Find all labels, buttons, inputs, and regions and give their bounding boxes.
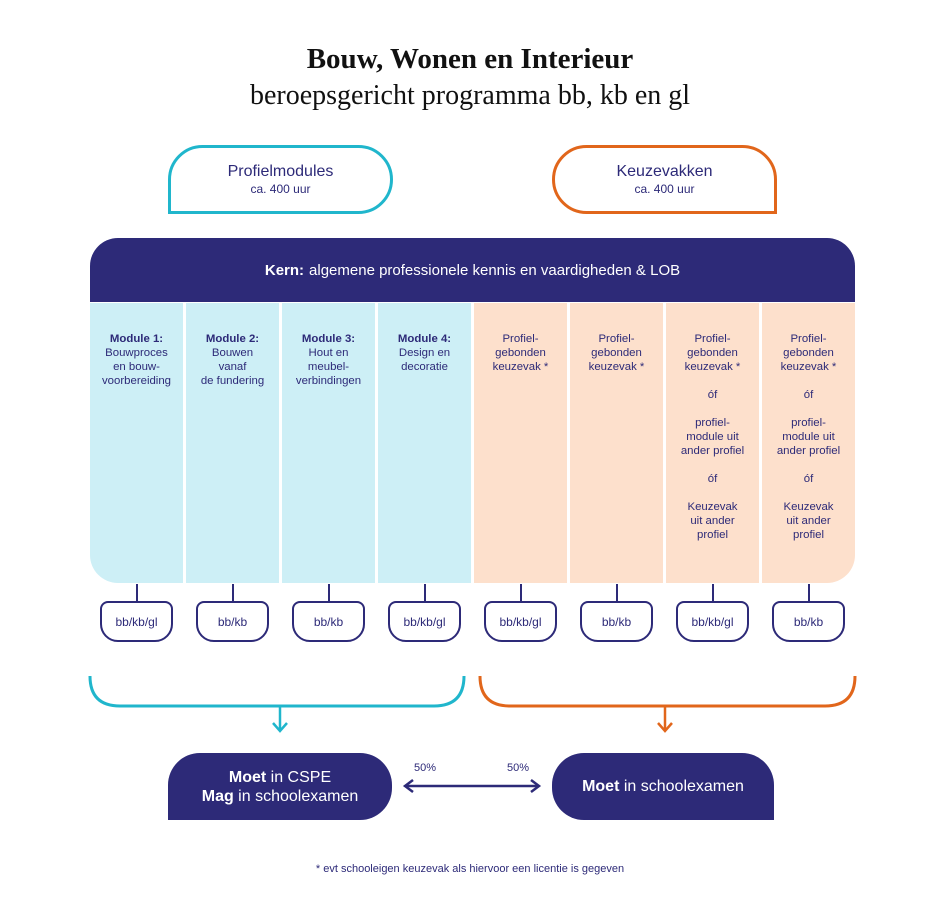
column-heading: Module 3: bbox=[301, 333, 356, 345]
cspe-may-rest: in schoolexamen bbox=[233, 787, 359, 805]
column-line: óf bbox=[803, 389, 814, 401]
column-heading: Module 1: bbox=[109, 333, 164, 345]
column-2: Module 2: Bouwen vanaf de fundering bbox=[186, 303, 279, 583]
column-8: Profiel-gebonden keuzevak * óf profiel-modu… bbox=[762, 303, 855, 583]
tag-connector bbox=[519, 584, 522, 602]
cspe-must-rest: in CSPE bbox=[266, 768, 332, 786]
column-line: keuzevak * bbox=[684, 361, 741, 373]
column-line: óf bbox=[707, 389, 718, 401]
left-arrowhead bbox=[272, 722, 288, 733]
column-7: Profiel-gebonden keuzevak * óf profiel-modu… bbox=[666, 303, 759, 583]
column-line: profiel- bbox=[791, 417, 826, 429]
keuzevakken-tab: Keuzevakken ca. 400 uur bbox=[552, 145, 777, 214]
column-line: gebonden bbox=[783, 347, 834, 359]
pct-left: 50% bbox=[414, 762, 437, 774]
keuzevakken-hours: ca. 400 uur bbox=[634, 182, 695, 196]
column-line: vanaf bbox=[218, 361, 247, 373]
column-6: Profiel-gebonden keuzevak * bbox=[570, 303, 663, 583]
column-line: voorbereiding bbox=[101, 375, 172, 387]
column-line: ander profiel bbox=[680, 445, 745, 457]
tag-connector bbox=[807, 584, 810, 602]
kern-label: Kern: bbox=[264, 261, 305, 279]
kern-text: algemene professionele kennis en vaardig… bbox=[309, 261, 681, 279]
column-line: Bouwproces bbox=[105, 347, 168, 359]
column-line: keuzevak * bbox=[588, 361, 645, 373]
column-line: gebonden bbox=[687, 347, 738, 359]
column-line: óf bbox=[707, 473, 718, 485]
column-line: uit ander bbox=[786, 515, 831, 527]
tag-connector bbox=[135, 584, 138, 602]
schoolexamen-bold: Moet bbox=[582, 778, 620, 795]
keuzevakken-label: Keuzevakken bbox=[616, 163, 713, 180]
level-tag-4: bb/kb/gl bbox=[388, 601, 461, 642]
cspe-must-bold: Moet bbox=[228, 768, 267, 786]
profielmodules-label: Profielmodules bbox=[227, 163, 334, 180]
column-line: module uit bbox=[782, 431, 835, 443]
profielmodules-hours: ca. 400 uur bbox=[250, 182, 311, 196]
column-line: Design en bbox=[398, 347, 451, 359]
column-line: Bouwen bbox=[211, 347, 254, 359]
pct-right: 50% bbox=[507, 762, 530, 774]
column-line: gebonden bbox=[495, 347, 546, 359]
column-1: Module 1: Bouwproces en bouw-voorbereiding bbox=[90, 303, 183, 583]
column-line: profiel- bbox=[695, 417, 730, 429]
left-bracket bbox=[88, 675, 466, 708]
right-bracket bbox=[478, 675, 857, 708]
column-line: keuzevak * bbox=[492, 361, 549, 373]
column-4: Module 4: Design en decoratie bbox=[378, 303, 471, 583]
column-line: Profiel- bbox=[790, 333, 827, 345]
column-line: ander profiel bbox=[776, 445, 841, 457]
column-line: Profiel- bbox=[694, 333, 731, 345]
diagram-title: Bouw, Wonen en Interieur bbox=[306, 43, 634, 75]
column-line: profiel bbox=[792, 529, 825, 541]
column-line: de fundering bbox=[200, 375, 265, 387]
column-line: verbindingen bbox=[295, 375, 362, 387]
schoolexamen-box: Moet in schoolexamen bbox=[552, 753, 774, 820]
column-line: óf bbox=[803, 473, 814, 485]
tag-connector bbox=[423, 584, 426, 602]
level-tag-7: bb/kb/gl bbox=[676, 601, 749, 642]
split-arrow-right-head bbox=[530, 779, 542, 793]
column-line: meubel- bbox=[307, 361, 350, 373]
column-3: Module 3: Hout en meubel-verbindingen bbox=[282, 303, 375, 583]
split-arrow-left-head bbox=[402, 779, 414, 793]
level-tag-5: bb/kb/gl bbox=[484, 601, 557, 642]
column-line: Keuzevak bbox=[783, 501, 834, 513]
column-line: en bouw- bbox=[113, 361, 160, 373]
diagram-subtitle: beroepsgericht programma bb, kb en gl bbox=[249, 80, 691, 111]
column-line: Hout en bbox=[308, 347, 349, 359]
level-tag-2: bb/kb bbox=[196, 601, 269, 642]
level-tag-8: bb/kb bbox=[772, 601, 845, 642]
tag-connector bbox=[231, 584, 234, 602]
tag-connector bbox=[711, 584, 714, 602]
column-heading: Module 2: bbox=[205, 333, 260, 345]
level-tag-1: bb/kb/gl bbox=[100, 601, 173, 642]
column-5: Profiel-gebonden keuzevak * bbox=[474, 303, 567, 583]
column-line: profiel bbox=[696, 529, 729, 541]
column-heading: Module 4: bbox=[397, 333, 452, 345]
cspe-may-bold: Mag bbox=[201, 787, 234, 805]
level-tag-6: bb/kb bbox=[580, 601, 653, 642]
right-arrowhead bbox=[657, 722, 673, 733]
profielmodules-tab: Profielmodules ca. 400 uur bbox=[168, 145, 393, 214]
column-line: Profiel- bbox=[502, 333, 539, 345]
tag-connector bbox=[615, 584, 618, 602]
tag-connector bbox=[327, 584, 330, 602]
schoolexamen-rest: in schoolexamen bbox=[619, 778, 744, 795]
footnote: * evt schooleigen keuzevak als hiervoor … bbox=[315, 863, 625, 875]
column-line: Profiel- bbox=[598, 333, 635, 345]
cspe-box: Moet in CSPE Mag in schoolexamen bbox=[168, 753, 392, 820]
column-line: module uit bbox=[686, 431, 739, 443]
kern-banner: Kern: algemene professionele kennis en v… bbox=[90, 238, 855, 302]
column-line: Keuzevak bbox=[687, 501, 738, 513]
column-line: gebonden bbox=[591, 347, 642, 359]
column-line: decoratie bbox=[401, 361, 448, 373]
column-line: uit ander bbox=[690, 515, 735, 527]
level-tag-3: bb/kb bbox=[292, 601, 365, 642]
column-line: keuzevak * bbox=[780, 361, 837, 373]
